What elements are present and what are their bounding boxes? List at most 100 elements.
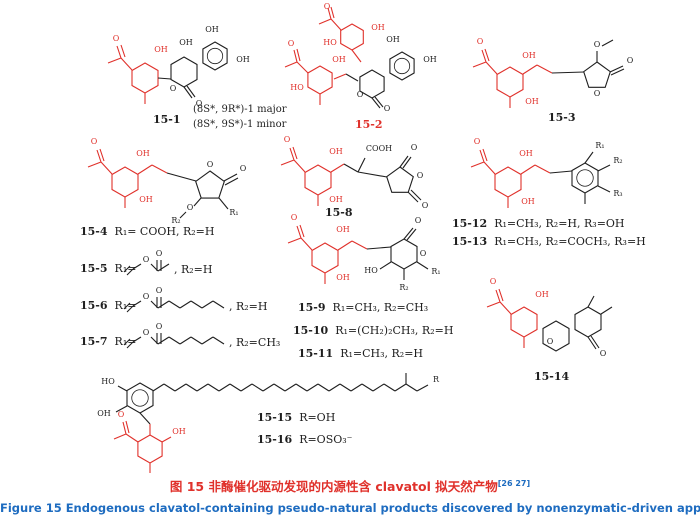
rgroup-def-15-15: R=OH — [299, 411, 336, 424]
ring — [137, 434, 163, 464]
bond — [123, 265, 131, 273]
ring — [359, 69, 385, 99]
atom-label: OH — [329, 147, 343, 156]
bond — [609, 65, 624, 73]
rgroup-def-15-4: R₁= COOH, R₂=H — [114, 225, 215, 238]
bond — [174, 383, 187, 392]
bond — [280, 159, 295, 166]
bond — [481, 49, 487, 63]
rgroup-prefix-15-6: R₁= — [114, 299, 137, 312]
bond — [403, 227, 414, 240]
atom-label: O — [187, 203, 194, 212]
bond — [499, 301, 512, 315]
bond — [610, 68, 625, 76]
bond — [343, 163, 359, 173]
atom-label: R — [433, 375, 440, 384]
aromatic-circle — [206, 47, 224, 65]
bond — [284, 61, 298, 68]
bond — [120, 44, 126, 58]
bond — [339, 383, 352, 392]
bond — [115, 405, 128, 413]
bond — [168, 300, 181, 309]
rgroup-suffix-15-7: , R₂=CH₃ — [229, 336, 281, 349]
bond — [186, 85, 196, 98]
compound-label-15-4: 15-4 — [80, 225, 108, 238]
atom-label: O — [490, 277, 497, 286]
ring — [583, 61, 611, 88]
bond — [126, 305, 134, 313]
stereo-annotation-major: (8S*, 9R*)-1 major — [193, 104, 287, 115]
ring — [571, 162, 599, 194]
bond — [484, 48, 490, 62]
compound-label-15-5: 15-5 — [80, 262, 108, 275]
compound-label-15-7: 15-7 — [80, 335, 108, 348]
bond — [293, 49, 298, 63]
ring — [307, 65, 333, 95]
atom-label: HO — [101, 377, 115, 386]
rgroup-suffix-15-5: , R₂=H — [174, 263, 213, 276]
ring — [340, 23, 364, 51]
atom-label: R₂ — [399, 283, 408, 292]
atom-label: OH — [386, 35, 400, 44]
bond — [212, 336, 225, 345]
ring — [131, 62, 159, 94]
figure-caption-zh-text: 图 15 非酶催化驱动发现的内源性含 clavatol 拟天然产物 — [169, 479, 498, 495]
atom-label: O — [477, 37, 484, 46]
atom-label: O — [422, 201, 429, 210]
atom-label: OH — [97, 409, 111, 418]
rgroup-row-15-4: 15-4 R₁= COOH, R₂=H — [80, 225, 215, 239]
atom-label: O — [91, 137, 98, 146]
bond — [394, 383, 407, 392]
bond — [345, 73, 359, 82]
bond — [284, 383, 297, 392]
bond — [117, 385, 128, 392]
atom-label: OH — [521, 197, 535, 206]
atom-label: R₂ — [171, 216, 180, 225]
ring — [195, 170, 225, 199]
ring — [390, 238, 418, 270]
bond — [295, 383, 308, 392]
atom-label: COOH — [366, 144, 392, 153]
atom-label: O — [291, 213, 298, 222]
ring — [386, 166, 414, 193]
bond — [179, 211, 187, 219]
bond — [139, 412, 151, 425]
atom-label: OH — [172, 427, 186, 436]
atom-label: O — [474, 137, 481, 146]
atom-label: OH — [423, 55, 437, 64]
bond — [590, 335, 600, 349]
bond — [240, 383, 253, 392]
ring — [202, 41, 228, 71]
bond — [132, 300, 142, 307]
compound-label-15-10: 15-10 — [293, 324, 329, 337]
figure-caption-en-text: Figure 15 Endogenous clavatol-containing… — [0, 500, 700, 515]
bond — [152, 383, 165, 392]
bond — [379, 261, 392, 270]
ring — [574, 306, 602, 338]
bond — [218, 197, 229, 210]
atom-label: OH — [522, 51, 536, 60]
bond — [416, 261, 429, 270]
atom-label: O — [415, 216, 422, 225]
bond — [196, 383, 209, 392]
bond — [597, 164, 611, 172]
bond — [126, 341, 134, 349]
atom-label: R₁ — [229, 208, 238, 217]
rgroup-prefix-15-5: R₁= — [114, 262, 137, 275]
bond — [122, 421, 127, 435]
bond — [374, 96, 384, 108]
bond — [350, 383, 363, 392]
bond — [472, 61, 487, 68]
bond — [587, 336, 597, 350]
atom-label: O — [113, 34, 120, 43]
atom-label: OH — [136, 149, 150, 158]
bond — [383, 383, 396, 392]
bond — [207, 383, 220, 392]
bond — [190, 300, 203, 309]
bond — [405, 383, 418, 392]
